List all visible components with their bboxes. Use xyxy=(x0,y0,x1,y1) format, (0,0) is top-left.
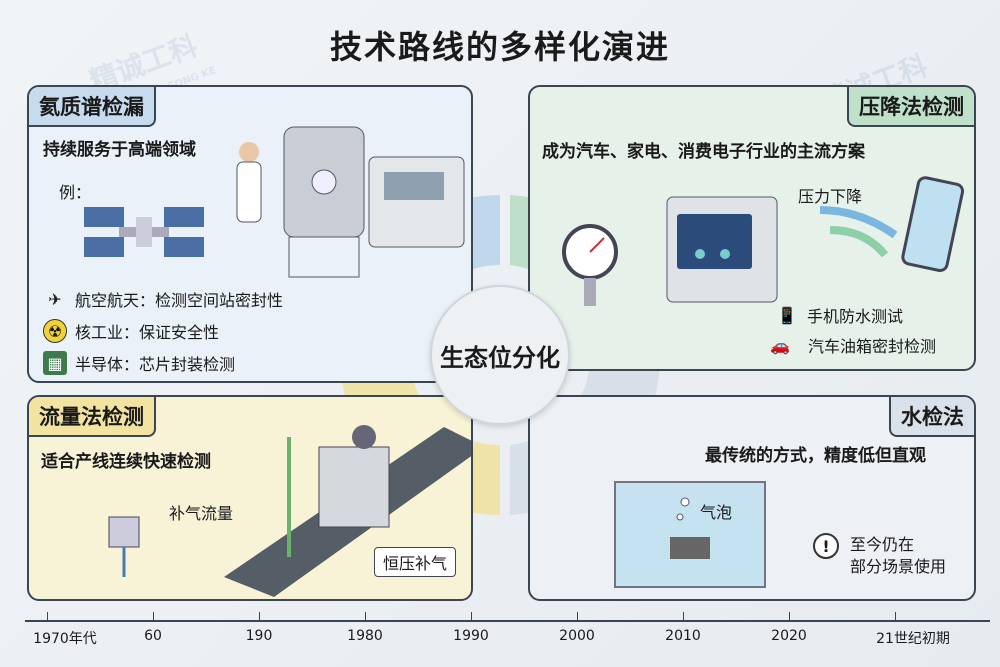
note-line-1: 至今仍在 xyxy=(850,535,915,554)
page-title: 技术路线的多样化演进 xyxy=(329,28,670,66)
application-item: ✈ 航空航天：检测空间站密封性 xyxy=(43,287,283,311)
conveyor-line-illustration xyxy=(224,425,471,597)
timeline-label: 2010 xyxy=(665,628,701,644)
pressure-drop-label: 压力下降 xyxy=(798,187,863,206)
item-label: 手机防水测试 xyxy=(807,307,904,326)
timeline-tick xyxy=(365,612,366,621)
panel-subtitle: 成为汽车、家电、消费电子行业的主流方案 xyxy=(542,142,865,162)
car-icon: 🚗 xyxy=(770,335,790,355)
panel-tag: 水检法 xyxy=(889,397,974,437)
panel-subtitle: 最传统的方式，精度低但直观 xyxy=(705,446,926,466)
panel-tag: 氦质谱检漏 xyxy=(29,87,156,127)
water-tank-illustration xyxy=(614,481,766,588)
panel-subtitle: 适合产线连续快速检测 xyxy=(41,452,211,472)
timeline-tick xyxy=(895,612,896,621)
center-label: 生态位分化 xyxy=(430,285,570,425)
application-item: ☢ 核工业：保证安全性 xyxy=(43,319,219,343)
bubble-label: 气泡 xyxy=(700,503,733,522)
timeline-tick xyxy=(683,612,684,621)
timeline-label: 21世纪初期 xyxy=(876,631,950,647)
phone-icon: 📱 xyxy=(777,305,797,325)
panel-helium-leak: 氦质谱检漏 持续服务于高端领域 例： ✈ 航空航天：检测空间站密封性 ☢ 核工业… xyxy=(27,85,473,383)
application-item: ▦ 半导体：芯片封装检测 xyxy=(43,351,235,375)
panel-tag: 压降法检测 xyxy=(847,87,974,127)
timeline-axis xyxy=(25,620,990,622)
example-label: 例： xyxy=(59,183,92,202)
space-station-illustration xyxy=(84,207,204,257)
timeline-label: 2020 xyxy=(771,628,807,644)
warning-icon: ! xyxy=(813,533,839,559)
application-item: 📱 手机防水测试 xyxy=(775,303,903,327)
timeline-tick xyxy=(789,612,790,621)
panel-flow-method: 流量法检测 适合产线连续快速检测 补气流量 恒压补气 xyxy=(27,395,473,601)
timeline-label: 1980 xyxy=(347,628,383,644)
timeline-tick xyxy=(153,612,154,621)
timeline-label: 190 xyxy=(245,628,273,644)
timeline-label: 60 xyxy=(144,628,162,644)
timeline-tick xyxy=(577,612,578,621)
timeline-label: 2000 xyxy=(559,628,595,644)
application-item: 🚗 汽车油箱密封检测 xyxy=(760,333,936,357)
note-line-2: 部分场景使用 xyxy=(850,557,947,576)
timeline-label: 1990 xyxy=(453,628,489,644)
timeline-tick xyxy=(259,612,260,621)
panel-subtitle: 持续服务于高端领域 xyxy=(43,140,196,160)
item-label: 航空航天：检测空间站密封性 xyxy=(75,291,284,310)
supply-flow-label: 补气流量 xyxy=(169,504,234,523)
airplane-icon: ✈ xyxy=(48,289,62,309)
timeline-tick xyxy=(471,612,472,621)
timeline-label: 1970年代 xyxy=(33,631,97,647)
pressure-gauge-icon xyxy=(562,224,618,306)
radiation-icon: ☢ xyxy=(43,319,67,343)
item-label: 半导体：芯片封装检测 xyxy=(75,355,236,374)
panel-tag: 流量法检测 xyxy=(29,397,156,437)
panel-water-test: 水检法 最传统的方式，精度低但直观 气泡 ! 至今仍在 部分场景使用 xyxy=(528,395,976,601)
phone-illustration xyxy=(820,176,965,273)
helium-leak-detector-illustration xyxy=(236,126,465,278)
flow-unit-icon xyxy=(108,516,140,577)
item-label: 核工业：保证安全性 xyxy=(75,323,220,342)
constant-pressure-label: 恒压补气 xyxy=(374,547,457,577)
chip-icon: ▦ xyxy=(43,351,67,375)
item-label: 汽车油箱密封检测 xyxy=(808,337,937,356)
timeline-tick xyxy=(47,612,48,621)
pressure-decay-tester-illustration xyxy=(666,196,778,303)
panel-pressure-decay: 压降法检测 成为汽车、家电、消费电子行业的主流方案 压力下降 📱 手机防水测试 … xyxy=(528,85,976,371)
